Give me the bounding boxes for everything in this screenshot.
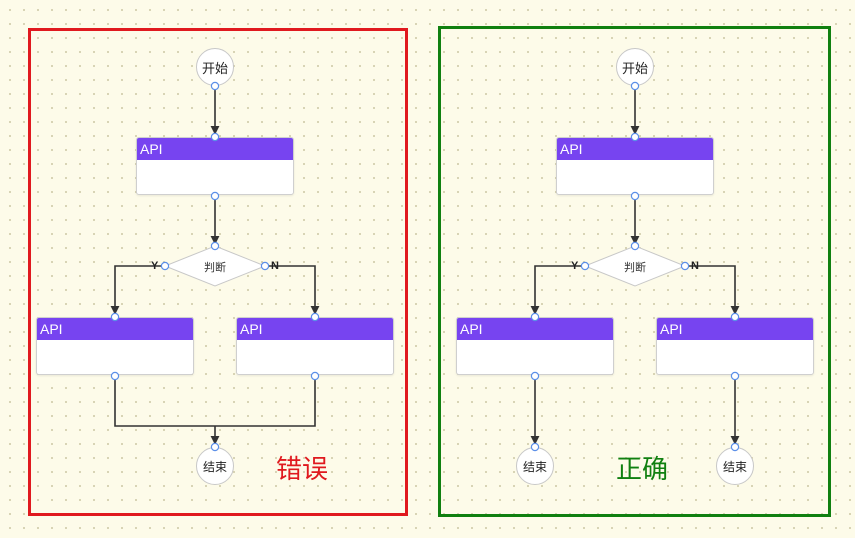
api-node[interactable]: API (136, 137, 294, 195)
api-node-yes[interactable]: API (36, 317, 194, 375)
wrong-panel (28, 28, 408, 516)
connection-port[interactable] (630, 191, 640, 201)
decision-diamond (583, 245, 687, 287)
correct-panel (438, 26, 831, 517)
edge-yes-branch (530, 265, 585, 315)
connection-port[interactable] (730, 312, 740, 322)
correct-caption: 正确 (616, 454, 669, 484)
connection-port[interactable] (530, 312, 540, 322)
decision-diamond (163, 245, 267, 287)
connection-port[interactable] (630, 81, 640, 91)
connection-port[interactable] (530, 442, 540, 452)
end-node[interactable]: 结束 (196, 447, 234, 485)
connection-port[interactable] (630, 132, 640, 142)
connection-port[interactable] (530, 371, 540, 381)
connection-port[interactable] (730, 371, 740, 381)
connection-port[interactable] (260, 261, 270, 271)
connection-port[interactable] (210, 132, 220, 142)
decision-label: 判断 (624, 262, 646, 274)
yes-label: Y (571, 260, 579, 272)
end-node-label: 结束 (522, 459, 547, 474)
no-label: N (271, 260, 279, 272)
end-node-no[interactable]: 结束 (716, 447, 754, 485)
edge-yes-branch (110, 265, 165, 315)
end-node-label: 结束 (722, 459, 747, 474)
api-node-title: API (237, 318, 393, 340)
connection-port[interactable] (680, 261, 690, 271)
connection-port[interactable] (210, 81, 220, 91)
decision-label: 判断 (204, 262, 226, 274)
connection-port[interactable] (210, 191, 220, 201)
end-node-label: 结束 (202, 459, 227, 474)
start-node[interactable]: 开始 (196, 48, 234, 86)
connection-port[interactable] (580, 261, 590, 271)
connection-port[interactable] (110, 312, 120, 322)
start-node-label: 开始 (201, 60, 228, 76)
api-node-yes[interactable]: API (456, 317, 614, 375)
connection-port[interactable] (310, 312, 320, 322)
start-node-label: 开始 (621, 60, 648, 76)
connection-port[interactable] (630, 241, 640, 251)
edge-merge-to-end (114, 376, 316, 444)
edge-no-branch (685, 265, 740, 315)
connection-port[interactable] (160, 261, 170, 271)
api-node-title: API (657, 318, 813, 340)
connection-port[interactable] (730, 442, 740, 452)
api-node-no[interactable]: API (656, 317, 814, 375)
api-node-title: API (557, 138, 713, 160)
wrong-caption: 错误 (276, 454, 329, 484)
yes-label: Y (151, 260, 159, 272)
connection-port[interactable] (310, 371, 320, 381)
connection-port[interactable] (210, 442, 220, 452)
api-node-title: API (457, 318, 613, 340)
connection-port[interactable] (110, 371, 120, 381)
edge-no-branch (265, 265, 320, 315)
api-node-title: API (137, 138, 293, 160)
connection-port[interactable] (210, 241, 220, 251)
api-node-title: API (37, 318, 193, 340)
no-label: N (691, 260, 699, 272)
